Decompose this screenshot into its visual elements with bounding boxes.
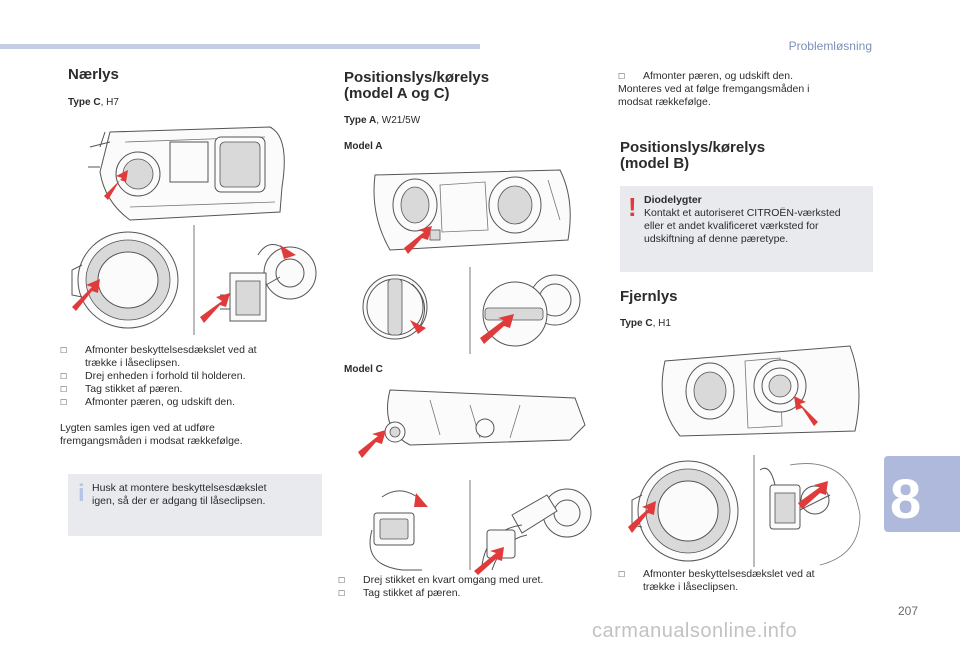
headlamp-illustration — [88, 126, 285, 221]
model-c-label: Model C — [344, 364, 383, 375]
step-list: ☐Afmonter pæren, og udskift den. — [618, 70, 888, 83]
list-item: ☐Drej enheden i forhold til holderen. — [60, 370, 246, 382]
page-number: 207 — [897, 604, 918, 618]
bulb-removal-illustration — [71, 225, 317, 335]
model-a-socket-illustration — [362, 267, 581, 354]
checkbox-marker-icon: ☐ — [618, 72, 626, 81]
info-box: i Husk at montere beskyttelsesdækslet ig… — [68, 474, 322, 536]
type-value: , H1 — [652, 318, 671, 329]
highbeam-section: Fjernlys — [620, 289, 678, 305]
model-a-label: Model A — [344, 141, 383, 152]
list-item: ☐Drej stikket en kvart omgang med uret. — [338, 574, 544, 586]
position-light-b-section: Positionslys/kørelys (model B) — [620, 140, 765, 172]
list-item: ☐Afmonter pæren, og udskift den. — [618, 70, 793, 82]
type-label: Type A — [344, 115, 377, 126]
bulb-type: Type C, H7 — [68, 97, 119, 108]
section-heading: Nærlys — [68, 66, 119, 83]
position-light-ac-section: Positionslys/kørelys (model A og C) — [344, 70, 489, 102]
model-c-headlamp-illustration — [358, 389, 586, 458]
nearlight-section: Nærlys — [68, 67, 119, 83]
type-label: Type C — [68, 97, 101, 108]
section-heading: Fjernlys — [620, 288, 678, 305]
checkbox-marker-icon: ☐ — [338, 576, 346, 585]
warning-icon: ! — [628, 192, 637, 222]
checkbox-marker-icon: ☐ — [338, 589, 346, 598]
checkbox-marker-icon: ☐ — [618, 570, 626, 579]
type-value: , H7 — [100, 97, 119, 108]
step-list: ☐Drej stikket en kvart omgang med uret. … — [338, 574, 598, 600]
list-item: ☐Tag stikket af pæren. — [338, 587, 461, 599]
info-icon: i — [78, 480, 85, 507]
section-heading: Positionslys/kørelys — [620, 139, 766, 156]
section-heading: Positionslys/kørelys — [344, 69, 490, 86]
bulb-type: Type C, H1 — [620, 318, 671, 329]
chapter-number: 8 — [890, 467, 922, 530]
section-heading-sub: (model A og C) — [344, 85, 450, 102]
list-item: ☐Tag stikket af pæren. — [60, 383, 183, 395]
checkbox-marker-icon: ☐ — [60, 372, 68, 381]
type-value: , W21/5W — [376, 115, 421, 126]
info-text: Husk at montere beskyttelsesdækslet igen… — [92, 482, 267, 507]
type-label: Type C — [620, 318, 653, 329]
reassembly-note: Lygten samles igen ved at udføre fremgan… — [60, 422, 243, 447]
watermark: carmanualsonline.info — [592, 620, 798, 642]
chapter-tab — [884, 456, 960, 532]
checkbox-marker-icon: ☐ — [60, 385, 68, 394]
reassembly-note: Monteres ved at følge fremgangsmåden i m… — [618, 83, 810, 108]
warning-box: ! Diodelygter Kontakt et autoriseret CIT… — [620, 186, 873, 272]
checkbox-marker-icon: ☐ — [60, 346, 68, 355]
model-a-headlamp-illustration — [373, 169, 571, 254]
warning-text: Diodelygter Kontakt et autoriseret CITRO… — [644, 194, 841, 245]
section-title: Problemløsning — [788, 39, 872, 53]
header-bar — [0, 44, 480, 49]
checkbox-marker-icon: ☐ — [60, 398, 68, 407]
highbeam-headlamp-illustration — [661, 345, 860, 437]
list-item: ☐Afmonter pæren, og udskift den. — [60, 396, 235, 408]
section-heading-sub: (model B) — [620, 155, 690, 172]
model-c-socket-illustration — [369, 480, 592, 575]
bulb-type: Type A, W21/5W — [344, 115, 420, 126]
highbeam-removal-illustration — [628, 455, 861, 567]
